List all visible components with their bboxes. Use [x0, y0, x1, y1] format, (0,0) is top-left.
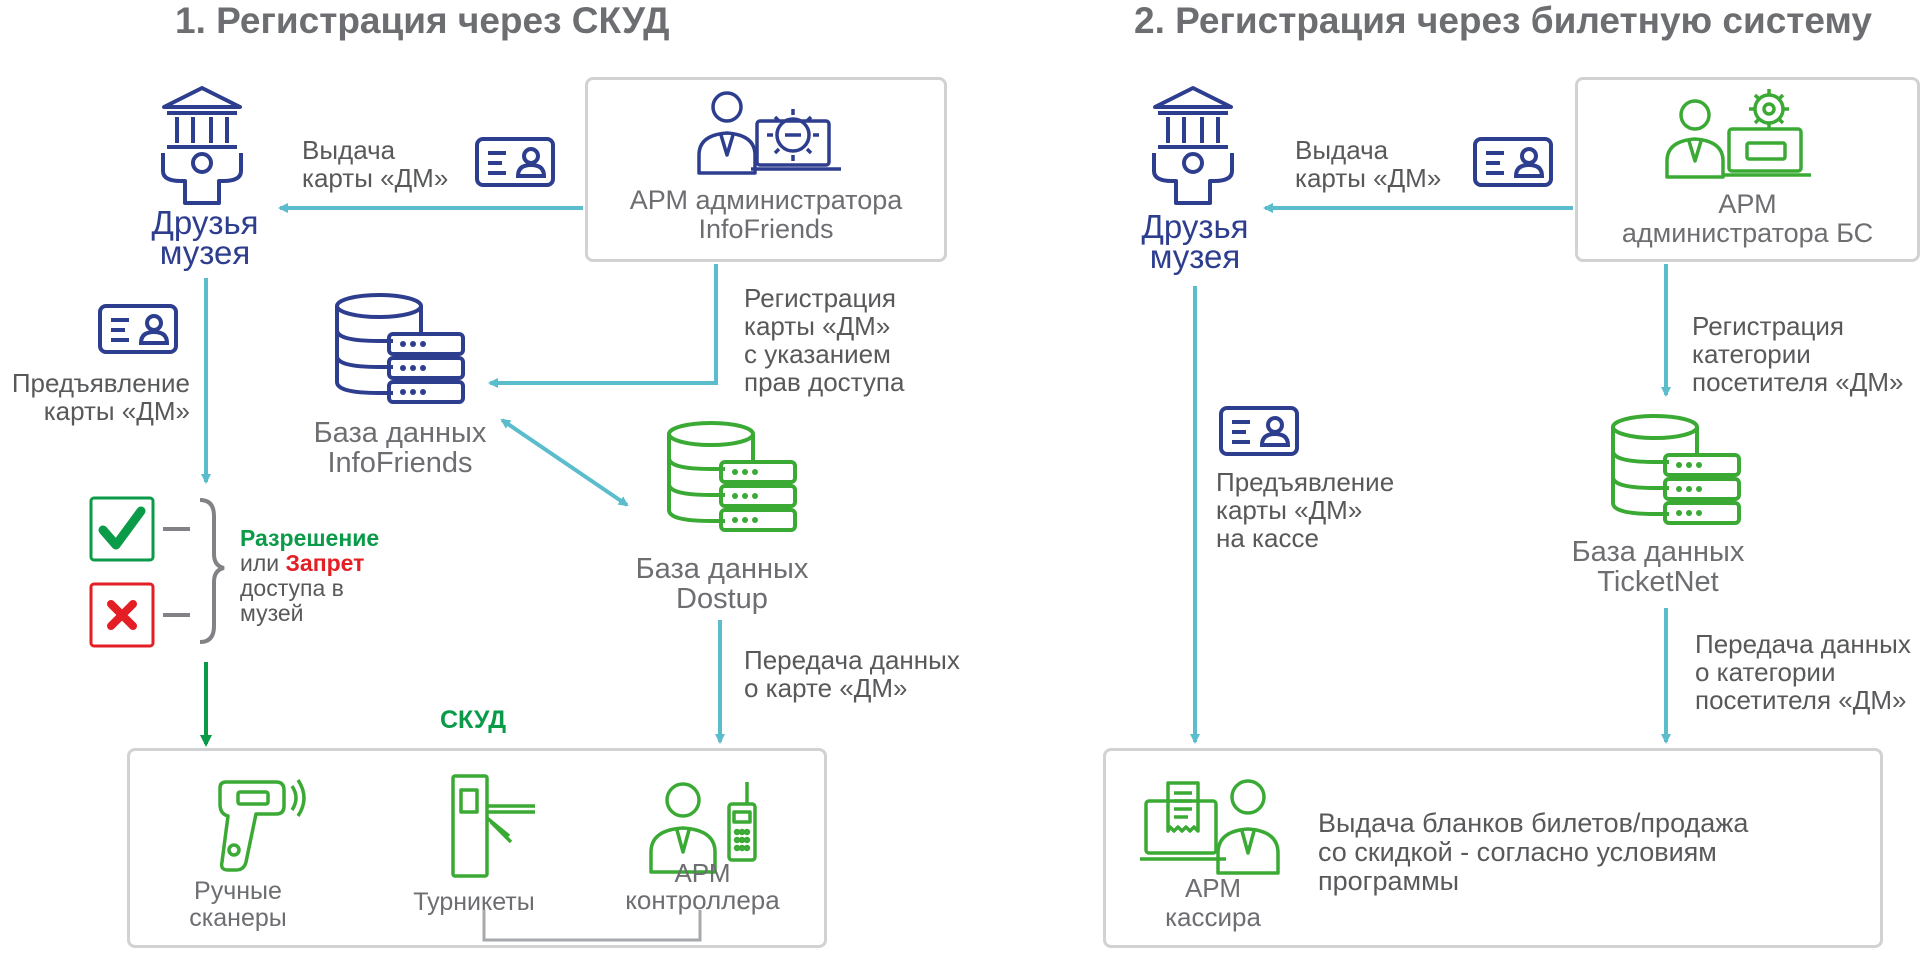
admin-bs-label: АРМ администратора БС [1577, 190, 1918, 248]
db-dostup-line1: База данных [635, 553, 809, 585]
controller-line2: контроллера [625, 885, 780, 915]
deny-label: Запрет [285, 550, 365, 576]
admin-infofriends-label: АРМ администратора InfoFriends [587, 186, 945, 244]
left-friends-line2: музея [159, 234, 251, 271]
admin-laptop-gear-icon [697, 91, 841, 175]
left-friends-label: Друзья музея [130, 204, 280, 271]
right-card-present-line2: карты «ДМ» [1216, 495, 1363, 525]
controller-person-radio-icon [649, 782, 757, 874]
db-dostup-line2: Dostup [676, 583, 768, 615]
right-section-title: 2. Регистрация через билетную систему [1134, 0, 1872, 41]
right-transfer-label: Передача данных о категории посетителя «… [1695, 630, 1911, 714]
left-registration-line4: прав доступа [744, 367, 905, 397]
db-infofriends-label: База данных InfoFriends [290, 418, 510, 478]
left-card-issue-label: Выдача карты «ДМ» [302, 136, 448, 192]
scanners-line2: сканеры [189, 904, 287, 932]
left-card-present-line2: карты «ДМ» [43, 396, 190, 426]
cashier-line2: кассира [1165, 902, 1261, 932]
left-transfer-line2: о карте «ДМ» [744, 673, 908, 703]
id-card-icon [98, 304, 178, 354]
cashier-person-receipt-icon [1140, 779, 1280, 875]
decision-line2: доступа в [240, 575, 344, 601]
museum-person-icon [161, 86, 243, 205]
right-card-present-line3: на кассе [1216, 523, 1319, 553]
left-registration-line1: Регистрация [744, 283, 896, 313]
right-card-issue-line1: Выдача [1295, 135, 1389, 165]
admin-bs-line1: АРМ [1718, 189, 1777, 219]
right-transfer-line1: Передача данных [1695, 629, 1911, 659]
right-friends-line2: музея [1149, 238, 1241, 275]
right-friends-label: Друзья музея [1118, 208, 1272, 275]
left-registration-line2: карты «ДМ» [744, 311, 891, 341]
left-card-present-label: Предъявление карты «ДМ» [0, 369, 190, 425]
decision-text: Разрешение или Запрет доступа в музей [240, 526, 379, 626]
right-registration-line1: Регистрация [1692, 311, 1844, 341]
right-card-present-label: Предъявление карты «ДМ» на кассе [1216, 468, 1394, 552]
left-section-title: 1. Регистрация через СКУД [175, 0, 670, 41]
right-friends-line1: Друзья [1141, 208, 1249, 245]
admin-laptop-gear-icon [1665, 89, 1811, 179]
scanners-line1: Ручные [194, 877, 282, 905]
database-server-icon [667, 421, 797, 532]
skud-label: СКУД [440, 706, 507, 734]
db-ticketnet-line2: TicketNet [1597, 566, 1719, 598]
admin-bs-line2: администратора БС [1621, 218, 1874, 248]
decision-line3: музей [240, 600, 304, 626]
left-friends-line1: Друзья [151, 204, 259, 241]
cashier-desc-line2: со скидкой - согласно условиям [1318, 837, 1717, 867]
right-registration-label: Регистрация категории посетителя «ДМ» [1692, 312, 1903, 396]
id-card-icon [475, 137, 555, 187]
left-card-issue-line2: карты «ДМ» [302, 163, 449, 193]
db-infofriends-line1: База данных [313, 417, 487, 449]
left-card-issue-line1: Выдача [302, 135, 396, 165]
left-registration-label: Регистрация карты «ДМ» с указанием прав … [744, 284, 904, 396]
cashier-desc-line1: Выдача бланков билетов/продажа [1318, 808, 1749, 838]
db-ticketnet-label: База данных TicketNet [1548, 537, 1768, 597]
controller-line1: АРМ [674, 858, 731, 888]
cashier-description: Выдача бланков билетов/продажа со скидко… [1318, 809, 1748, 896]
left-transfer-line1: Передача данных [744, 645, 960, 675]
right-registration-line2: категории [1692, 339, 1811, 369]
right-card-issue-line2: карты «ДМ» [1295, 163, 1442, 193]
id-card-icon [1473, 137, 1553, 187]
scanners-label: Ручные сканеры [168, 878, 308, 932]
check-icon [89, 496, 155, 562]
cashier-desc-line3: программы [1318, 866, 1460, 896]
or-label: или [240, 550, 280, 576]
right-card-issue-label: Выдача карты «ДМ» [1295, 136, 1441, 192]
left-transfer-label: Передача данных о карте «ДМ» [744, 646, 960, 702]
cashier-line1: АРМ [1184, 873, 1242, 903]
right-registration-line3: посетителя «ДМ» [1692, 367, 1904, 397]
id-card-icon [1219, 406, 1299, 456]
cashier-panel [1103, 748, 1883, 948]
right-card-present-line1: Предъявление [1216, 467, 1395, 497]
db-infofriends-line2: InfoFriends [327, 447, 473, 479]
thermometer-scanner-icon [218, 779, 306, 872]
admin-infofriends-line2: InfoFriends [698, 214, 834, 244]
left-card-present-line1: Предъявление [11, 368, 190, 398]
cashier-label: АРМ кассира [1148, 874, 1278, 932]
db-dostup-label: База данных Dostup [612, 554, 832, 614]
allow-label: Разрешение [240, 525, 380, 551]
database-server-icon [335, 293, 465, 404]
controller-label: АРМ контроллера [600, 860, 805, 914]
cross-icon [89, 582, 155, 648]
turnstiles-label: Турникеты [413, 888, 535, 916]
museum-person-icon [1152, 86, 1234, 205]
turnstile-icon [451, 774, 535, 878]
left-registration-line3: с указанием [744, 339, 891, 369]
database-server-icon [1611, 414, 1741, 525]
db-ticketnet-line1: База данных [1571, 536, 1745, 568]
right-transfer-line3: посетителя «ДМ» [1695, 685, 1907, 715]
right-transfer-line2: о категории [1695, 657, 1836, 687]
admin-infofriends-line1: АРМ администратора [629, 185, 903, 215]
